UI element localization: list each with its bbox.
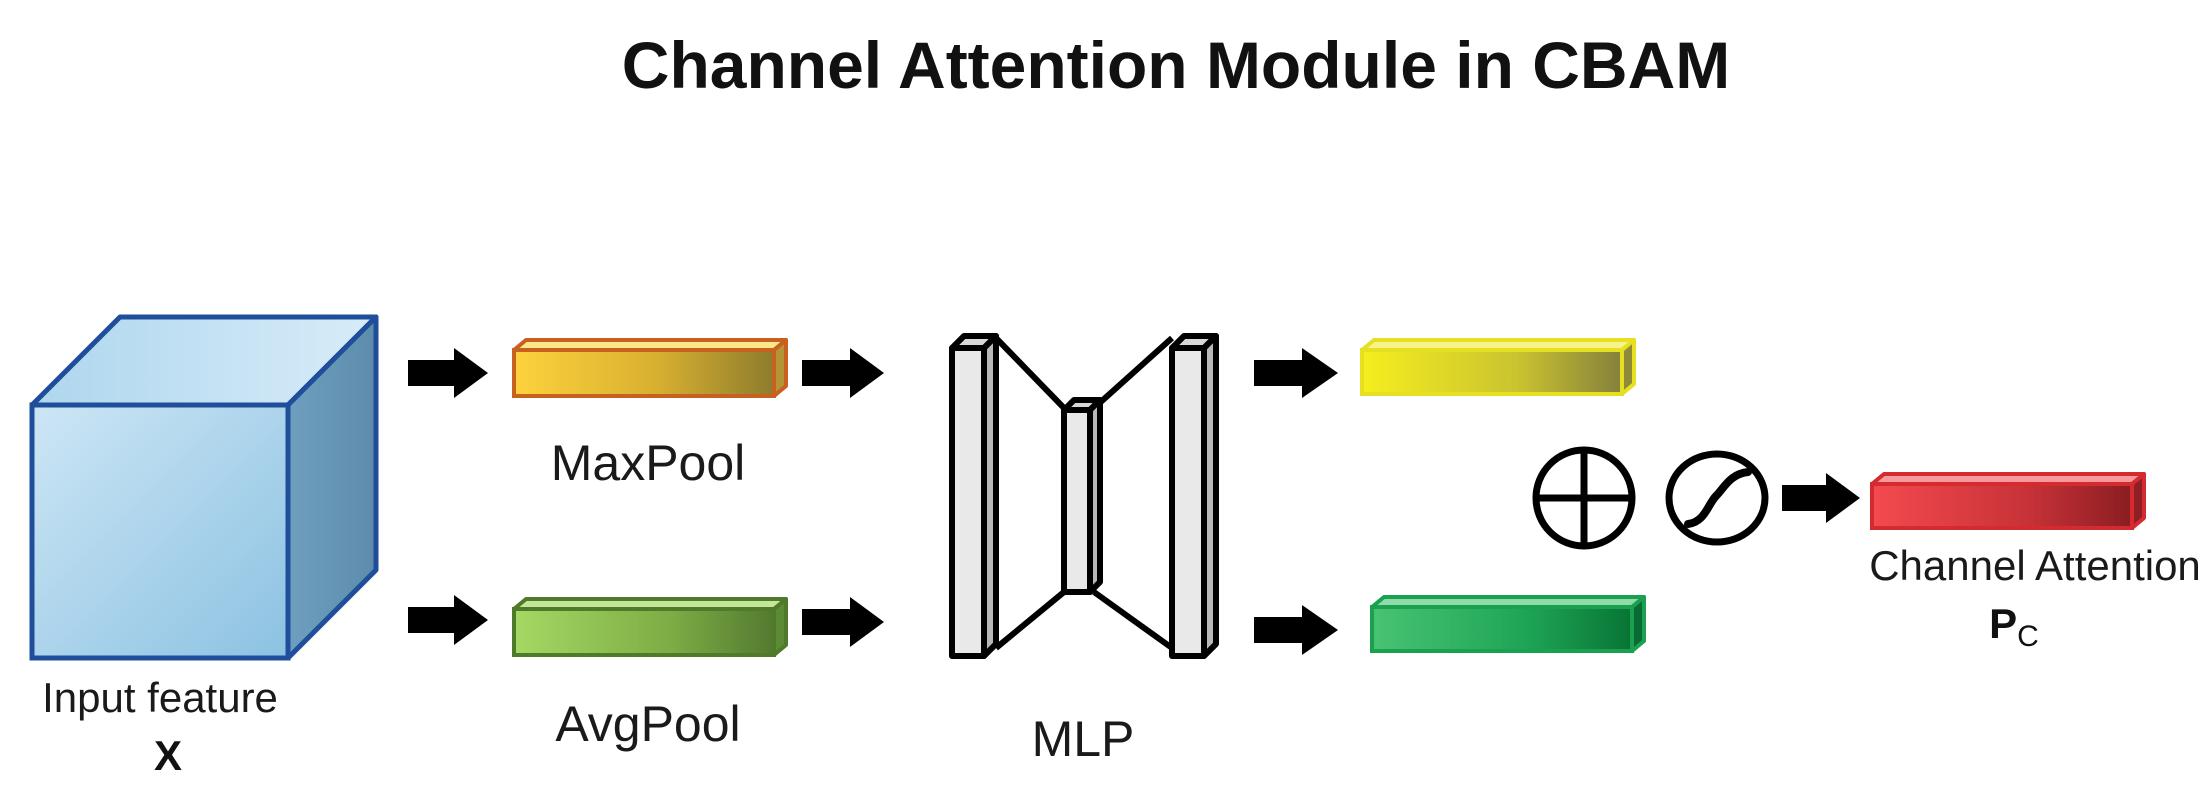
maxpool-label: MaxPool <box>551 435 746 491</box>
channel-attention-symbol-main: P <box>1989 600 2017 647</box>
avgpool-vector <box>512 597 788 657</box>
channel-attention-output-vector <box>1870 472 2146 530</box>
mlp-max-output-vector <box>1360 338 1636 396</box>
circle-plus-icon <box>1532 446 1636 550</box>
diagram-title: Channel Attention Module in CBAM <box>622 28 1730 102</box>
arrow-mlp-to-max-output <box>1254 348 1338 398</box>
channel-attention-symbol: PC <box>1989 600 2039 653</box>
channel-attention-symbol-subscript: C <box>2017 620 2039 653</box>
arrow-sigmoid-to-output <box>1782 473 1860 523</box>
arrow-avgpool-to-mlp <box>802 597 884 647</box>
channel-attention-label: Channel Attention <box>1869 542 2201 589</box>
input-feature-label: Input feature <box>42 674 278 721</box>
sigmoid-icon <box>1665 450 1769 546</box>
avgpool-label: AvgPool <box>555 696 740 752</box>
mlp-label: MLP <box>1032 711 1135 767</box>
arrow-input-to-maxpool <box>408 348 488 398</box>
arrow-input-to-avgpool <box>408 595 488 645</box>
maxpool-vector <box>512 338 788 398</box>
input-feature-symbol: X <box>154 732 182 779</box>
input-feature-cube <box>29 314 379 661</box>
mlp-block <box>949 333 1219 659</box>
arrow-maxpool-to-mlp <box>802 348 884 398</box>
mlp-avg-output-vector <box>1370 595 1646 653</box>
arrow-mlp-to-avg-output <box>1254 605 1338 655</box>
